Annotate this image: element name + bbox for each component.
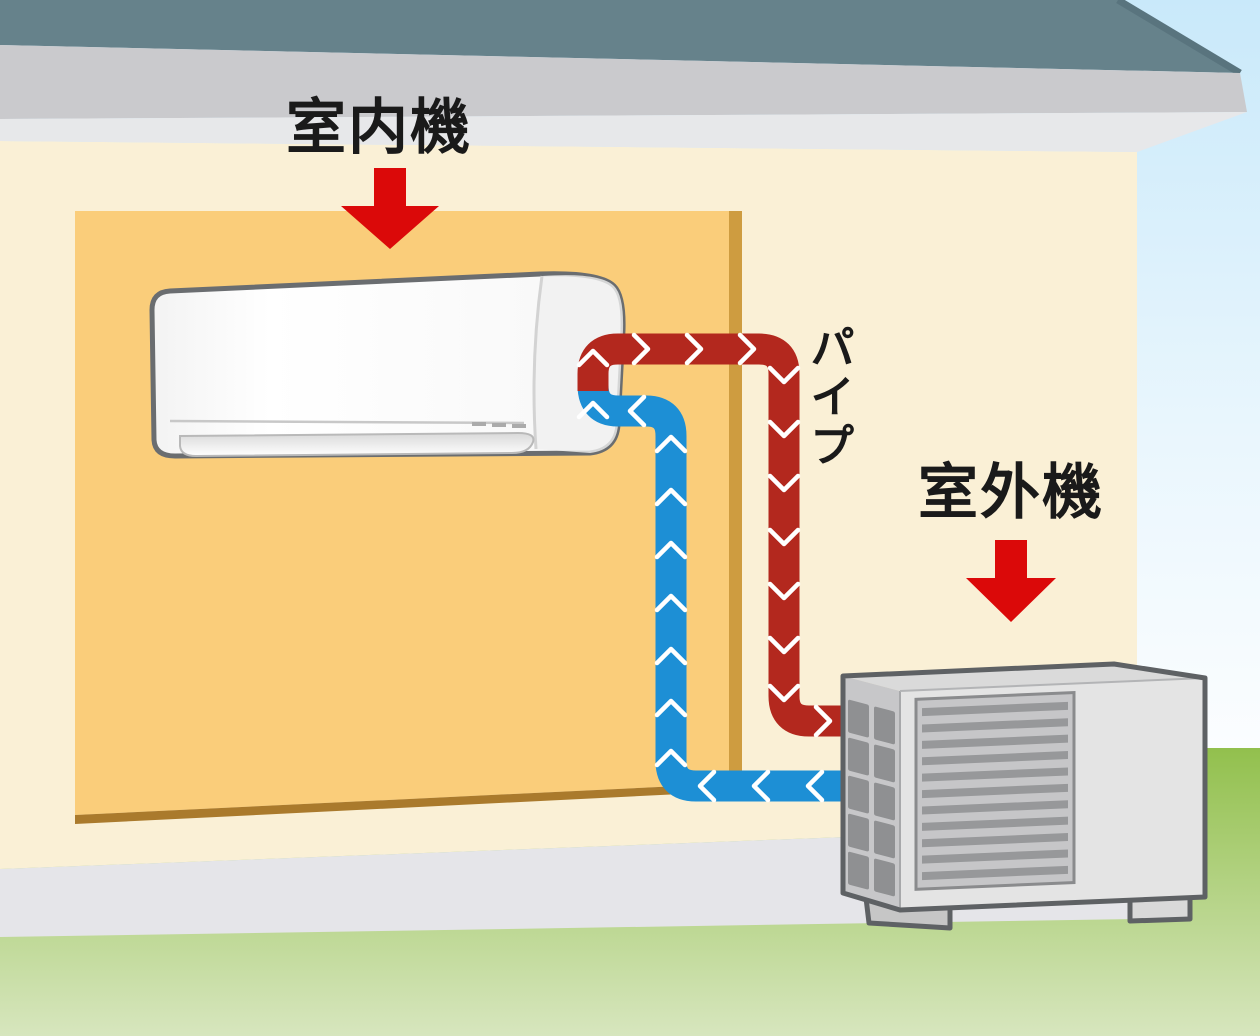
panel-edge-right [729, 211, 742, 784]
roof-slope [0, 0, 1240, 73]
outdoor-unit-top-face [843, 664, 1205, 691]
hot-pipe [576, 332, 856, 738]
cold-pipe [576, 384, 856, 803]
cold-flow-chevrons [576, 394, 825, 803]
indoor-unit-label: 室内機 [286, 93, 472, 163]
roof-fascia [0, 45, 1247, 119]
roof-soffit [0, 112, 1247, 152]
outdoor-unit-outline [840, 661, 1208, 913]
indoor-pointer-arrow-down-icon [341, 168, 439, 249]
outdoor-unit-illustration [840, 661, 1208, 931]
indoor-unit-vent-bar [179, 431, 535, 458]
outdoor-unit-side-vents [848, 699, 895, 897]
outdoor-pointer-arrow-down-icon [966, 540, 1056, 622]
indoor-unit-indicator-lights [472, 422, 526, 428]
cold-pipe-run [577, 384, 856, 802]
indoor-unit-illustration [149, 271, 626, 459]
roof-hip-edge [1116, 0, 1242, 77]
outdoor-unit-louvers [914, 691, 1076, 891]
indoor-unit-endcap-line [532, 275, 544, 450]
pipe-label: パイプ [802, 324, 855, 471]
indoor-unit-panel-seam [169, 419, 525, 425]
outdoor-unit-top-edge [899, 677, 1206, 692]
hot-flow-chevrons [576, 332, 833, 738]
outdoor-unit-label: 室外機 [918, 458, 1104, 528]
panel-edge-bottom [75, 783, 742, 824]
